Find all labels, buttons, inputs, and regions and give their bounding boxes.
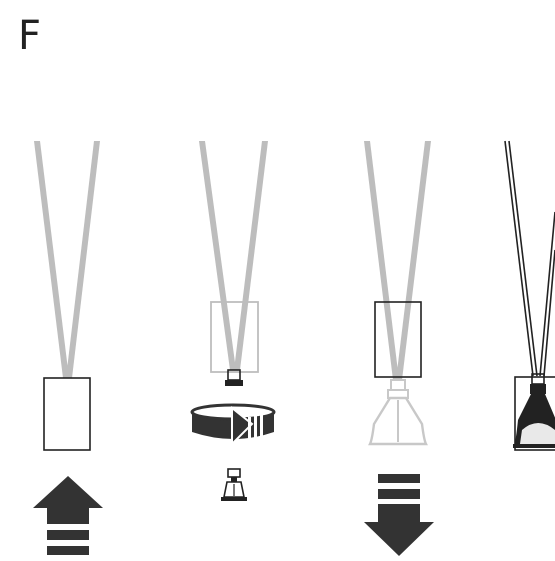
step-3 [364,141,434,556]
down-arrow-icon [364,474,434,556]
step-2 [190,141,276,501]
figure-label: F [18,13,42,59]
step-1 [33,141,103,555]
clip-icon [221,468,247,501]
up-arrow-icon [33,476,103,555]
lanyard-with-clip-attached-icon [504,140,555,451]
step-4 [504,140,555,451]
rotate-arrow-icon [190,403,276,447]
lanyard-with-empty-card-icon [34,141,100,451]
lanyard-with-clip-icon [199,141,268,386]
lanyard-with-card-and-faded-clip-icon [364,141,431,446]
